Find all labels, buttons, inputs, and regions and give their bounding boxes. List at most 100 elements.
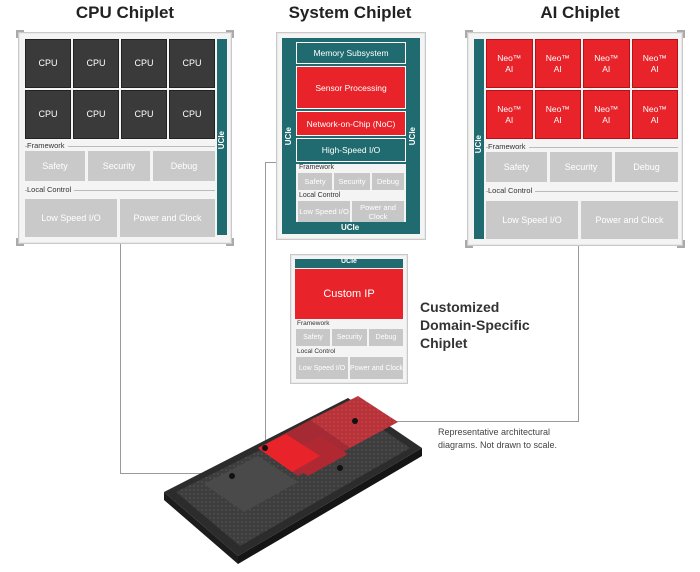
ai-security-block: Security (550, 152, 612, 182)
cpu-core: CPU (121, 90, 167, 139)
custom-connection-dot (337, 465, 343, 471)
connector-line-system (265, 162, 266, 452)
cpu-corner-bl (16, 238, 24, 246)
cpu-framework-label: Framework (27, 141, 68, 150)
custom-low-speed-io-block: Low Speed I/O (296, 357, 348, 379)
ai-corner-tr (677, 30, 685, 38)
cpu-core: CPU (73, 90, 119, 139)
custom-security-block: Security (332, 329, 367, 346)
high-speed-io-block: High-Speed I/O (296, 138, 406, 162)
cpu-core: CPU (121, 39, 167, 88)
ai-safety-block: Safety (486, 152, 547, 182)
cpu-die (204, 456, 298, 512)
system-low-speed-io-block: Low Speed I/O (298, 201, 350, 222)
system-safety-block: Safety (298, 173, 332, 190)
system-local-control-label: Local Control (299, 192, 344, 199)
system-ucie-left-label: UCIe (284, 127, 293, 146)
cpu-debug-block: Debug (153, 151, 215, 181)
custom-local-control-label: Local Control (297, 348, 339, 355)
sensor-processing-block: Sensor Processing (296, 66, 406, 109)
cpu-corner-tl (16, 30, 24, 38)
cpu-core: CPU (169, 39, 215, 88)
noc-block: Network-on-Chip (NoC) (296, 111, 406, 136)
cpu-security-block: Security (88, 151, 150, 181)
ai-low-speed-io-block: Low Speed I/O (486, 201, 578, 239)
cpu-power-clock-block: Power and Clock (120, 199, 215, 237)
custom-caption-line2: Domain-Specific (420, 317, 530, 333)
cpu-low-speed-io-block: Low Speed I/O (25, 199, 117, 237)
cpu-corner-tr (226, 30, 234, 38)
cpu-core-grid: CPU CPU CPU CPU CPU CPU CPU CPU (25, 39, 215, 139)
ai-framework-line (486, 147, 678, 148)
ai-power-clock-block: Power and Clock (581, 201, 678, 239)
cpu-chiplet: CPU CPU CPU CPU CPU CPU CPU CPU UCIe Fra… (18, 32, 232, 244)
cpu-framework-line (25, 146, 215, 147)
connector-line-system-h (265, 162, 277, 163)
ai-chiplet-title: AI Chiplet (540, 3, 620, 22)
ai-ucie-label: UCIe (474, 135, 483, 154)
custom-chiplet: UCIe Custom IP Framework Safety Security… (290, 254, 408, 384)
cpu-core: CPU (25, 39, 71, 88)
cpu-ucie-bar: UCIe (217, 39, 227, 235)
system-power-clock-block: Power and Clock (352, 201, 404, 222)
custom-ucie-bar: UCIe (295, 258, 403, 268)
ai-local-control-line (486, 191, 678, 192)
connector-line-cpu-h (120, 473, 230, 474)
custom-die (258, 434, 320, 472)
cpu-core: CPU (169, 90, 215, 139)
system-ucie-right-label: UCIe (408, 127, 417, 146)
system-security-block: Security (334, 173, 370, 190)
cpu-safety-block: Safety (25, 151, 85, 181)
memory-subsystem-block: Memory Subsystem (296, 42, 406, 64)
cpu-connection-dot (229, 473, 235, 479)
ai-corner-bl (465, 240, 473, 248)
package-substrate-front (238, 448, 422, 564)
cpu-corner-br (226, 238, 234, 246)
ai-corner-br (677, 240, 685, 248)
custom-caption-line1: Customized (420, 299, 500, 315)
custom-power-clock-block: Power and Clock (350, 357, 403, 379)
cpu-local-control-label: Local Control (27, 185, 75, 194)
system-connection-dot (262, 445, 268, 451)
ai-framework-label: Framework (488, 142, 529, 151)
representative-note: Representative architectural diagrams. N… (438, 426, 557, 452)
connector-line-cpu (120, 244, 121, 474)
package-illustration (164, 396, 422, 564)
custom-ucie-label: UCIe (341, 258, 357, 265)
connector-line-ai (578, 246, 579, 421)
ai-corner-tl (465, 30, 473, 38)
custom-framework-label: Framework (297, 320, 333, 327)
package-substrate-side (164, 492, 238, 564)
connector-line-ai-h (355, 421, 579, 422)
system-debug-block: Debug (372, 173, 404, 190)
system-chiplet-title: System Chiplet (288, 3, 412, 22)
cpu-ucie-label: UCIe (217, 131, 226, 150)
custom-chiplet-caption: Customized Domain-Specific Chiplet (420, 298, 530, 352)
custom-debug-block: Debug (369, 329, 403, 346)
note-line2: diagrams. Not drawn to scale. (438, 440, 558, 450)
cpu-core: CPU (25, 90, 71, 139)
system-framework-label: Framework (299, 164, 338, 171)
system-ucie-bottom-label: UCIe (341, 223, 360, 232)
ai-local-control-label: Local Control (488, 186, 536, 195)
system-chiplet: UCIe UCIe Memory Subsystem Sensor Proces… (276, 32, 426, 240)
cpu-core: CPU (73, 39, 119, 88)
cpu-chiplet-title: CPU Chiplet (75, 3, 175, 22)
ai-ucie-bar: UCIe (474, 39, 484, 239)
note-line1: Representative architectural (438, 427, 551, 437)
custom-caption-line3: Chiplet (420, 335, 468, 351)
custom-ip-block: Custom IP (295, 269, 403, 319)
ai-connection-dot (352, 418, 358, 424)
cpu-local-control-line (25, 190, 215, 191)
ai-debug-block: Debug (615, 152, 678, 182)
